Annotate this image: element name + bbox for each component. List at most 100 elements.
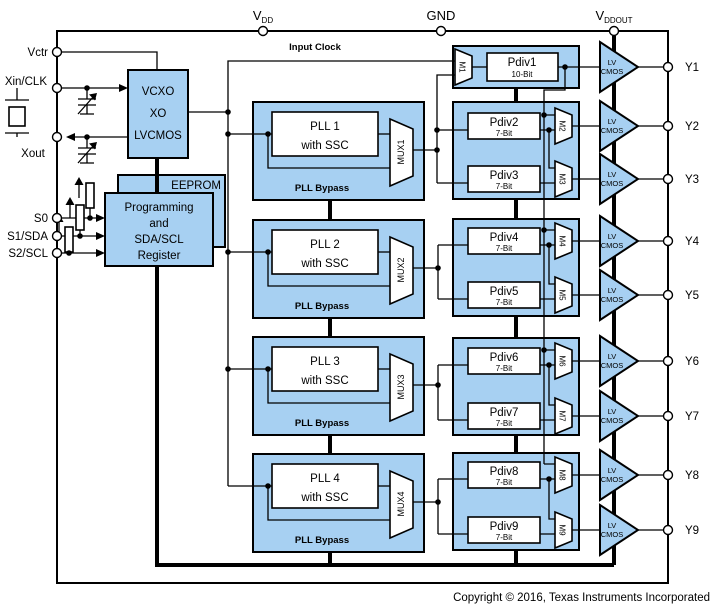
mux4	[389, 469, 414, 540]
y2-label: Y2	[685, 121, 699, 133]
y6-pin	[662, 355, 674, 367]
m9-label: M9	[558, 524, 567, 536]
svg-text:CMOS: CMOS	[601, 126, 624, 135]
pdiv2-bits: 7-Bit	[496, 129, 513, 138]
pdiv5-bits: 7-Bit	[496, 298, 513, 307]
vddout-pin	[608, 25, 620, 37]
s1-label: S1/SDA	[7, 231, 48, 243]
m2-label: M2	[558, 120, 567, 132]
svg-text:LV: LV	[608, 232, 617, 241]
svg-text:CMOS: CMOS	[601, 416, 624, 425]
vcxo-l3: LVCMOS	[134, 130, 182, 142]
svg-text:CMOS: CMOS	[601, 475, 624, 484]
s2-arrow	[96, 249, 105, 257]
m3-mux	[554, 159, 573, 199]
xin-pin	[51, 82, 63, 94]
xout-arrow	[66, 133, 75, 141]
xout-pin	[51, 131, 63, 143]
register-l1: Programming	[124, 202, 193, 214]
pdiv1-box	[486, 52, 559, 82]
vddout-label: VDDOUT	[595, 8, 632, 25]
y4-pin	[662, 235, 674, 247]
buffer-y8	[599, 448, 640, 502]
eeprom-label: EEPROM	[171, 180, 221, 192]
varactor-xin	[77, 88, 96, 115]
wire-vctr	[57, 51, 158, 70]
mux1-label: MUX1	[396, 139, 406, 164]
buffer-y6	[599, 334, 640, 388]
pdiv1-bits: 10-Bit	[512, 70, 534, 79]
y8-pin	[662, 469, 674, 481]
pll1-sub: with SSC	[300, 140, 348, 152]
pll3-bypass: PLL Bypass	[295, 418, 349, 429]
buffer-y1	[599, 40, 640, 94]
pdiv-internals	[454, 47, 573, 550]
mux3	[389, 352, 414, 423]
pll2-bypass: PLL Bypass	[295, 301, 349, 312]
m5-label: M5	[558, 289, 567, 301]
m1-label: M1	[458, 61, 467, 73]
buffer-labels: LVCMOS LVCMOS LVCMOS LVCMOS LVCMOS LVCMO…	[601, 58, 624, 539]
pdiv4-name: Pdiv4	[490, 232, 519, 244]
svg-text:CMOS: CMOS	[601, 179, 624, 188]
m8-label: M8	[558, 469, 567, 481]
pdiv9-box	[467, 516, 541, 544]
pin-circles	[51, 25, 674, 536]
pll4-bypass: PLL Bypass	[295, 535, 349, 546]
xin-arrow	[119, 84, 128, 92]
pdiv5-box	[467, 281, 541, 309]
y9-label: Y9	[685, 525, 699, 537]
pdiv8-name: Pdiv8	[490, 466, 519, 478]
buffer-y2	[599, 99, 640, 153]
y3-pin	[662, 173, 674, 185]
pdiv3-bits: 7-Bit	[496, 182, 513, 191]
svg-text:CMOS: CMOS	[601, 530, 624, 539]
pdiv7-bits: 7-Bit	[496, 419, 513, 428]
gnd-pin	[435, 25, 447, 37]
y9-pin	[662, 524, 674, 536]
pll4-sub: with SSC	[300, 492, 348, 504]
m4-label: M4	[558, 235, 567, 247]
chip-boundary	[56, 30, 669, 584]
m1-mux	[454, 47, 473, 87]
svg-text:CMOS: CMOS	[601, 295, 624, 304]
pdiv1-name: Pdiv1	[508, 57, 537, 69]
s1-pin	[51, 230, 63, 242]
pll2-box	[271, 229, 379, 275]
pdiv7-name: Pdiv7	[490, 407, 519, 419]
m6-mux	[554, 341, 573, 381]
pdiv7-box	[467, 402, 541, 430]
pdiv8-box	[467, 461, 541, 489]
pll-internals	[271, 111, 414, 540]
pll1-name: PLL 1	[310, 121, 340, 133]
svg-text:LV: LV	[608, 407, 617, 416]
m7-mux	[554, 396, 573, 436]
pll2-name: PLL 2	[310, 239, 340, 251]
pdiv5-name: Pdiv5	[490, 286, 519, 298]
pdiv9-name: Pdiv9	[490, 521, 519, 533]
y5-label: Y5	[685, 290, 699, 302]
vdd-pin	[257, 25, 269, 37]
vdd-label: VDD	[253, 8, 273, 25]
svg-text:LV: LV	[608, 521, 617, 530]
pdiv6-bits: 7-Bit	[496, 364, 513, 373]
vctr-label: Vctr	[28, 47, 49, 59]
s2-label: S2/SCL	[8, 248, 48, 260]
pdiv6-box	[467, 347, 541, 375]
vctr-pin	[51, 46, 63, 58]
pullup-s2	[64, 226, 74, 253]
crystal-leads	[5, 88, 29, 137]
svg-text:LV: LV	[608, 466, 617, 475]
pdiv4-box	[467, 227, 541, 255]
s0-label: S0	[34, 213, 48, 225]
varactor-xout	[77, 137, 96, 164]
pll1-bypass: PLL Bypass	[295, 183, 349, 194]
copyright: Copyright © 2016, Texas Instruments Inco…	[453, 592, 710, 604]
svg-text:LV: LV	[608, 170, 617, 179]
gnd-label: GND	[427, 8, 456, 23]
mux3-label: MUX3	[396, 374, 406, 399]
s0-arrow	[96, 214, 105, 222]
pdiv6-name: Pdiv6	[490, 352, 519, 364]
s0-pin	[51, 212, 63, 224]
